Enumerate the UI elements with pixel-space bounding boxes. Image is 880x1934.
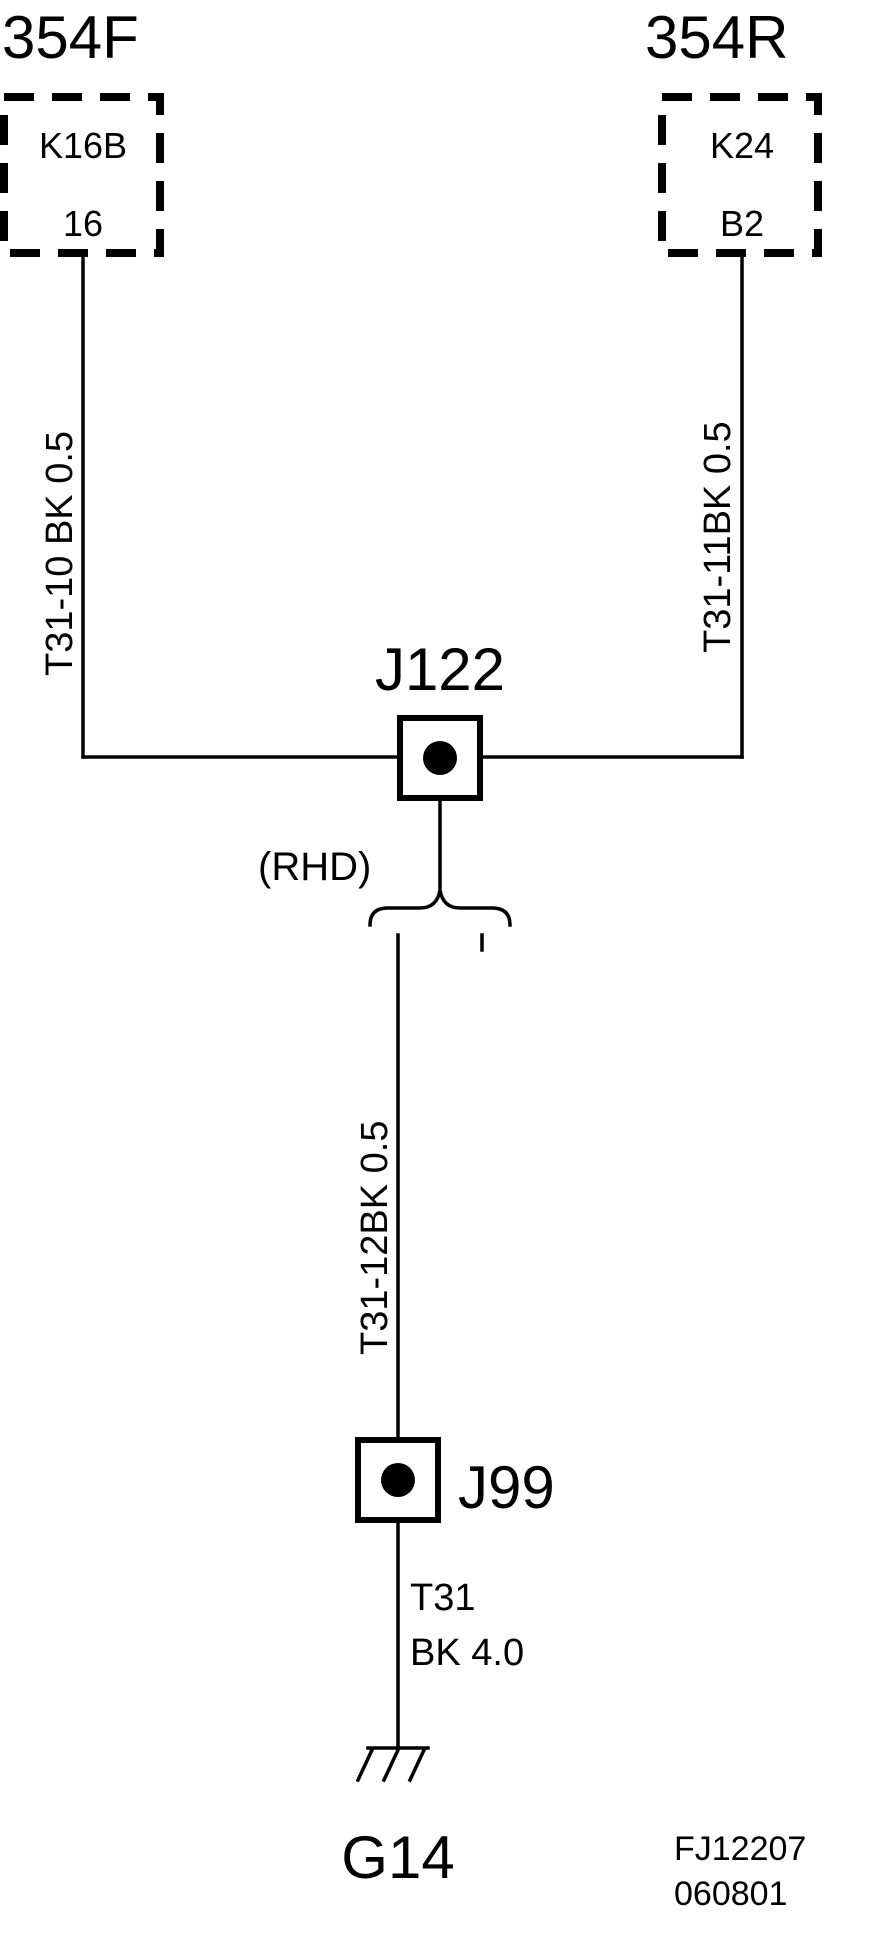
connector-k24-label: K24 <box>710 125 774 166</box>
splice-j99-dot <box>381 1463 415 1497</box>
option-bracket <box>368 889 512 927</box>
pin-16-label: 16 <box>63 203 103 244</box>
component-354f-label: 354F <box>2 4 139 71</box>
wire-right-label: T31-11BK 0.5 <box>697 421 739 653</box>
pin-b2-label: B2 <box>720 203 764 244</box>
component-354r-label: 354R <box>645 4 788 71</box>
splice-j99-label: J99 <box>458 1454 555 1521</box>
component-354r-box <box>658 93 822 257</box>
splice-j122-label: J122 <box>375 636 505 703</box>
ground-icon <box>355 1746 430 1783</box>
wire-bottom-label-2: BK 4.0 <box>410 1632 524 1674</box>
option-rhd-label: (RHD) <box>258 845 371 889</box>
wire-center-label: T31-12BK 0.5 <box>354 1121 396 1355</box>
wire-bottom-label-1: T31 <box>410 1577 475 1619</box>
reference-code-1: FJ12207 <box>674 1830 806 1868</box>
connector-k16b-label: K16B <box>39 125 127 166</box>
splice-j122-dot <box>423 741 457 775</box>
wire-left-label: T31-10 BK 0.5 <box>39 431 81 676</box>
reference-code-2: 060801 <box>674 1875 787 1913</box>
ground-g14-label: G14 <box>341 1824 454 1891</box>
